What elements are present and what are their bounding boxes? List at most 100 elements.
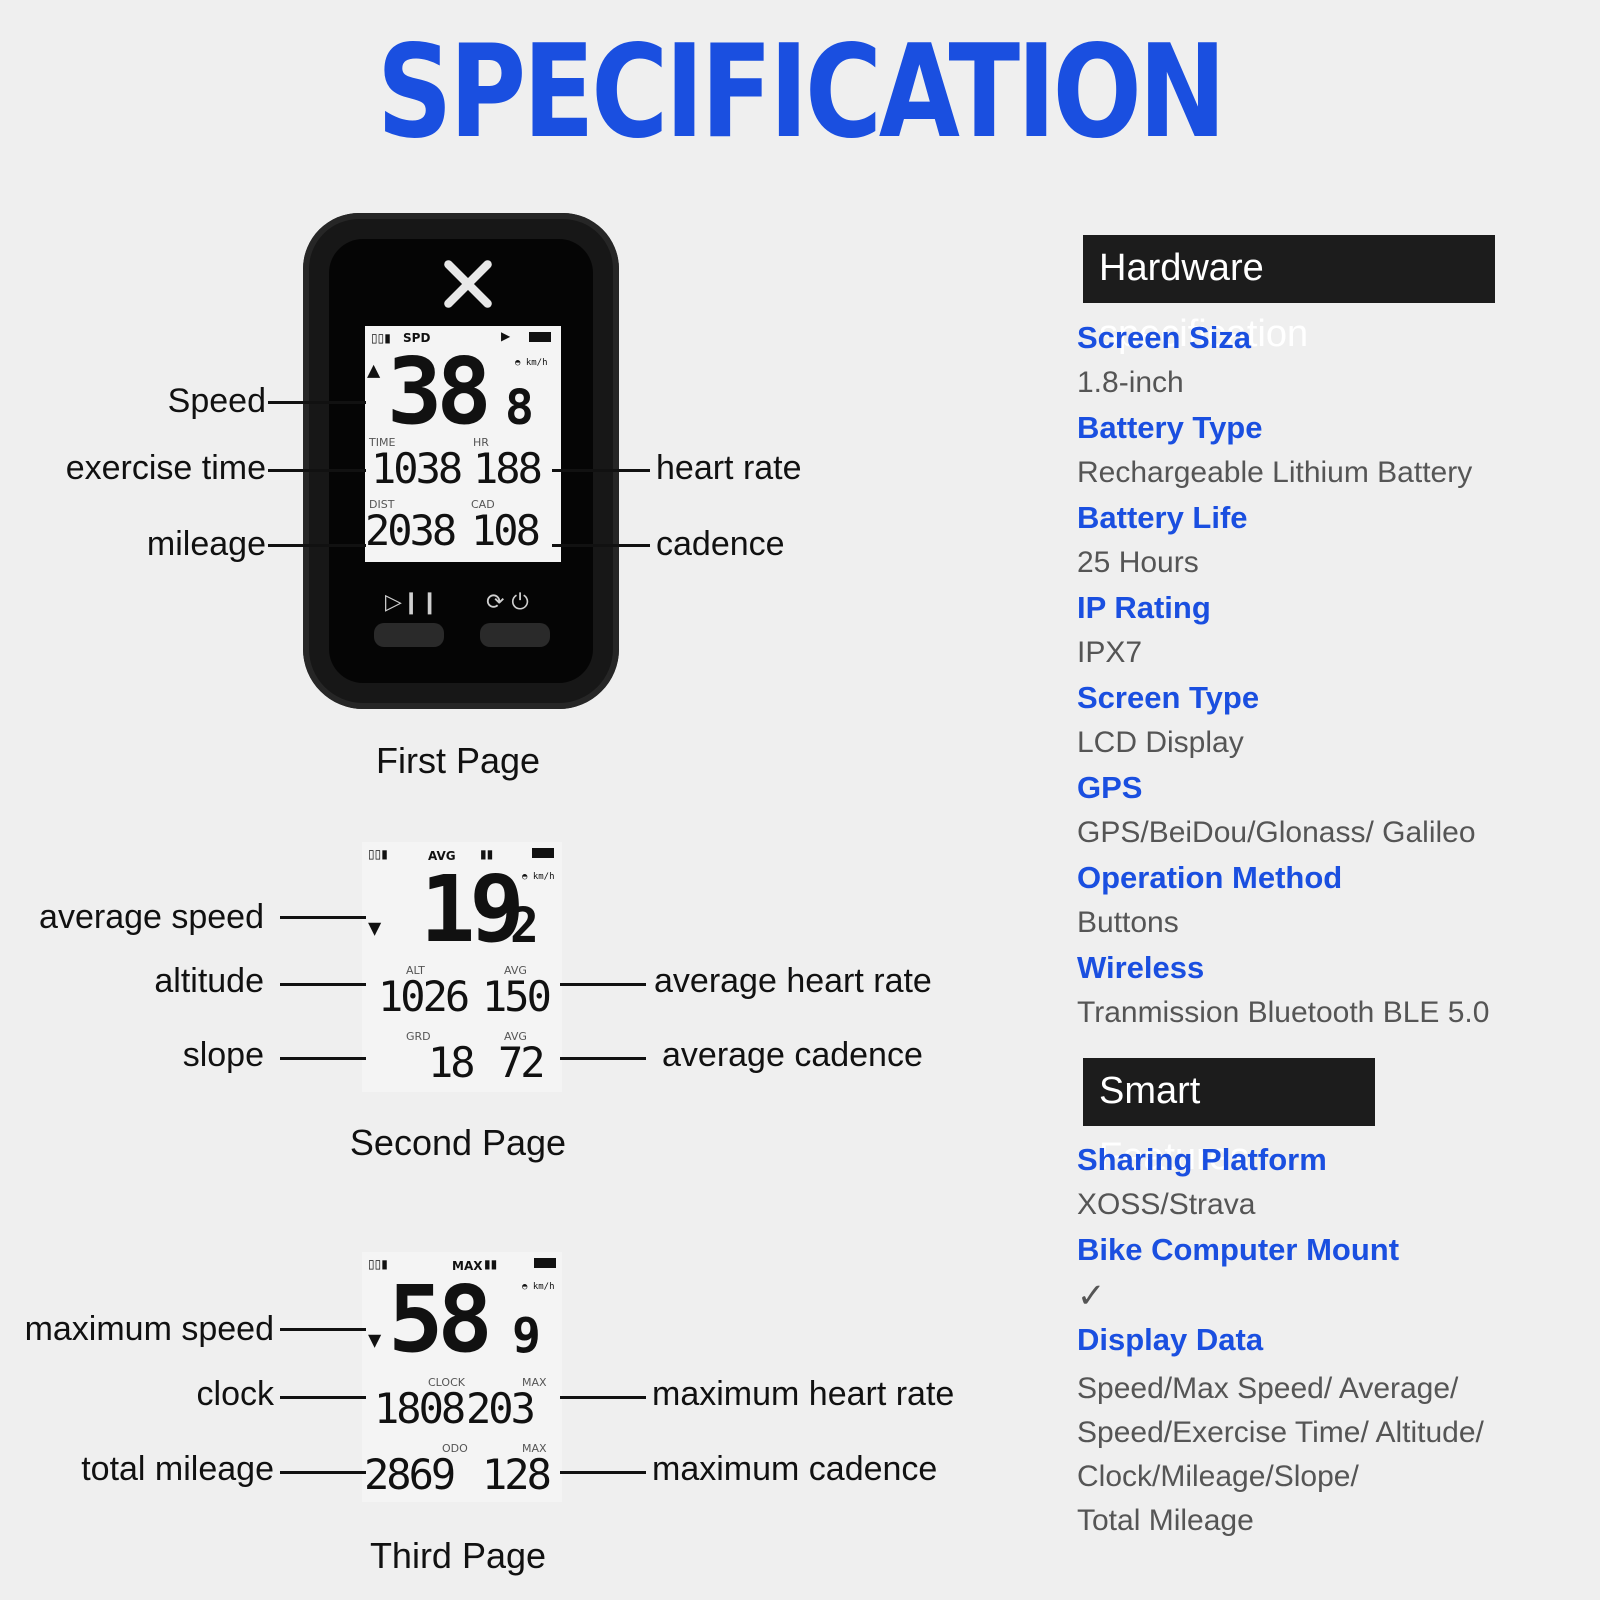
spec-value-operation-method: Buttons <box>1077 906 1179 939</box>
label-exercise-time: exercise time <box>65 449 266 487</box>
battery-icon <box>532 848 554 858</box>
spec-value-wireless: Tranmission Bluetooth BLE 5.0 <box>1077 996 1490 1029</box>
label-mileage: mileage <box>146 525 266 563</box>
lcd-speed: 58 <box>388 1266 493 1373</box>
spec-label-gps: GPS <box>1077 770 1143 805</box>
lcd-max-cad: 128 <box>482 1450 552 1499</box>
left-button[interactable] <box>374 623 444 647</box>
lcd-mode: AVG <box>428 849 456 863</box>
lcd-avg-cad-label: AVG <box>504 1030 527 1043</box>
leader-line <box>560 1396 646 1399</box>
bar-icon: ▮▮ <box>484 1257 498 1271</box>
leader-line <box>552 544 650 547</box>
spec-label-ip-rating: IP Rating <box>1077 590 1211 625</box>
spec-label-screen-type: Screen Type <box>1077 680 1260 715</box>
gps-signal-icon: ▯▯▮ <box>368 1257 388 1271</box>
spec-value-sharing-platform: XOSS/Strava <box>1077 1188 1256 1221</box>
bar-icon: ▮▮ <box>480 847 494 861</box>
play-pause-icon: ▷❙❙ <box>385 590 439 615</box>
lcd-odo-label: ODO <box>442 1442 468 1455</box>
lcd-dist: 2038 <box>365 506 457 555</box>
speedometer-icon: ◓ km/h <box>515 358 548 368</box>
leader-line <box>268 544 366 547</box>
spec-value-display-data-line: Total Mileage <box>1077 1504 1254 1537</box>
down-arrow-icon: ▼ <box>368 916 382 941</box>
label-maximum-speed: maximum speed <box>24 1310 274 1348</box>
checkmark-icon: ✓ <box>1077 1277 1106 1315</box>
lcd-speed: 38 <box>387 338 492 445</box>
lcd-odo: 2869 <box>364 1450 456 1499</box>
label-cadence: cadence <box>656 525 785 563</box>
lcd-time: 1038 <box>371 444 463 493</box>
speedometer-icon: ◓ km/h <box>522 1282 555 1292</box>
lcd-dist-label: DIST <box>369 498 395 511</box>
battery-icon <box>529 332 551 342</box>
lcd-avg-label: AVG <box>504 964 527 977</box>
leader-line <box>280 1396 366 1399</box>
spec-label-sharing-platform: Sharing Platform <box>1077 1142 1327 1177</box>
lcd-alt: 1026 <box>378 972 470 1021</box>
spec-label-bike-computer-mount: Bike Computer Mount <box>1077 1232 1400 1267</box>
spec-label-operation-method: Operation Method <box>1077 860 1343 895</box>
leader-line <box>280 1328 366 1331</box>
lcd-second-page: ▯▯▮ AVG ▮▮ ▼ 19 2 ◓ km/h ALT 1026 AVG 15… <box>362 842 562 1092</box>
gps-signal-icon: ▯▯▮ <box>368 847 388 861</box>
leader-line <box>560 983 646 986</box>
label-maximum-cadence: maximum cadence <box>652 1450 938 1488</box>
lcd-speed: 19 <box>420 856 525 963</box>
lcd-clock-label: CLOCK <box>428 1376 465 1389</box>
up-arrow-icon: ▲ <box>367 358 381 383</box>
leader-line <box>280 1057 366 1060</box>
leader-line <box>280 983 366 986</box>
lcd-max-cad-label: MAX <box>522 1442 547 1455</box>
caption-first-page: First Page <box>375 740 541 781</box>
leader-line <box>268 469 366 472</box>
leader-line <box>268 401 366 404</box>
leader-line <box>560 1057 646 1060</box>
right-button[interactable] <box>480 623 550 647</box>
lcd-speed-decimal: 9 <box>512 1308 541 1364</box>
lcd-first-page: ▯▯▮ SPD ▶ ▲ 38 8 ◓ km/h TIME 1038 HR 188… <box>365 326 561 562</box>
label-average-heart-rate: average heart rate <box>654 962 932 1000</box>
speedometer-icon: ◓ km/h <box>522 872 555 882</box>
lcd-speed-decimal: 8 <box>505 380 534 436</box>
label-altitude: altitude <box>154 962 264 1000</box>
lcd-clock: 1808 <box>374 1384 466 1433</box>
lcd-cad-label: CAD <box>471 498 495 511</box>
hardware-spec-header: Hardware specification <box>1083 235 1495 355</box>
gps-signal-icon: ▯▯▮ <box>371 331 391 345</box>
spec-value-display-data-line: Speed/Max Speed/ Average/ <box>1077 1372 1459 1405</box>
label-slope: slope <box>182 1036 264 1074</box>
lcd-grd-label: GRD <box>406 1030 431 1043</box>
lcd-hr-label: HR <box>473 436 489 449</box>
spec-value-display-data-line: Speed/Exercise Time/ Altitude/ <box>1077 1416 1484 1449</box>
lcd-third-page: ▯▯▮ MAX ▮▮ ▼ 58 9 ◓ km/h CLOCK 1808 MAX … <box>362 1252 562 1502</box>
spec-label-battery-life: Battery Life <box>1077 500 1248 535</box>
spec-label-wireless: Wireless <box>1077 950 1205 985</box>
play-icon: ▶ <box>501 329 511 343</box>
label-average-cadence: average cadence <box>662 1036 923 1074</box>
label-heart-rate: heart rate <box>656 449 802 487</box>
page-title: SPECIFICATION <box>376 18 1227 167</box>
leader-line <box>280 1471 366 1474</box>
lcd-time-label: TIME <box>369 436 396 449</box>
spec-value-battery-life: 25 Hours <box>1077 546 1199 579</box>
lcd-hr: 188 <box>473 444 543 493</box>
refresh-power-icon: ⟳ ⏻ <box>486 590 529 615</box>
lcd-mode: MAX <box>452 1259 483 1273</box>
lcd-speed-decimal: 2 <box>510 898 539 954</box>
label-total-mileage: total mileage <box>81 1450 274 1488</box>
lcd-avg-hr: 150 <box>482 972 552 1021</box>
label-clock: clock <box>196 1375 274 1413</box>
leader-line <box>552 469 650 472</box>
lcd-grd: 18 <box>428 1038 476 1087</box>
leader-line <box>280 916 366 919</box>
smart-features-header: Smart Features <box>1083 1058 1375 1178</box>
label-speed: Speed <box>167 382 266 420</box>
label-average-speed: average speed <box>39 898 264 936</box>
lcd-max-label: MAX <box>522 1376 547 1389</box>
spec-value-ip-rating: IPX7 <box>1077 636 1143 669</box>
battery-icon <box>534 1258 556 1268</box>
spec-value-screen-type: LCD Display <box>1077 726 1244 759</box>
down-arrow-icon: ▼ <box>368 1328 382 1353</box>
